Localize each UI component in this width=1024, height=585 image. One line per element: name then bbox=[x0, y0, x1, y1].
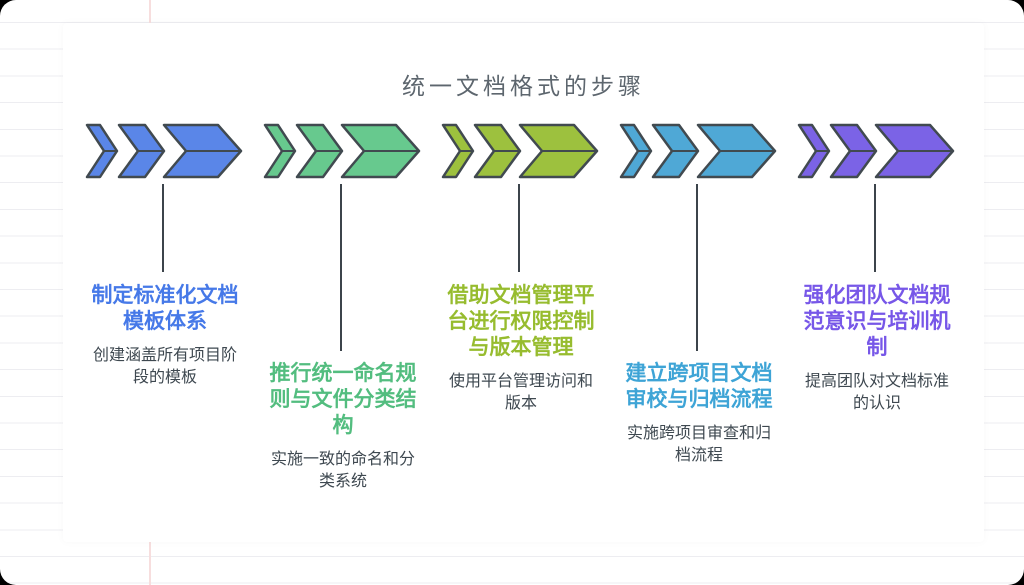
connector-line bbox=[874, 184, 876, 272]
step-group-3: 借助文档管理平 台进行权限控制 与版本管理 使用平台管理访问和 版本 bbox=[441, 121, 601, 541]
diagram-title: 统一文档格式的步骤 bbox=[402, 73, 645, 99]
step-title: 制定标准化文档 模板体系 bbox=[91, 284, 239, 333]
step-text: 制定标准化文档 模板体系 创建涵盖所有项目阶 段的模板 bbox=[82, 283, 248, 389]
connector-line bbox=[340, 184, 342, 351]
step-title: 借助文档管理平 台进行权限控制 与版本管理 bbox=[447, 284, 595, 359]
step-description: 实施一致的命名和分 类系统 bbox=[270, 451, 415, 490]
step-description: 使用平台管理访问和 版本 bbox=[448, 373, 593, 412]
chevron-arrows-icon bbox=[441, 123, 599, 179]
step-group-4: 建立跨项目文档 审校与归档流程 实施跨项目审查和归 档流程 bbox=[619, 121, 779, 541]
step-description: 实施跨项目审查和归 档流程 bbox=[626, 425, 771, 464]
step-text: 建立跨项目文档 审校与归档流程 实施跨项目审查和归 档流程 bbox=[616, 361, 782, 467]
step-text: 推行统一命名规 则与文件分类结 构 实施一致的命名和分 类系统 bbox=[260, 361, 426, 493]
connector-line bbox=[162, 184, 164, 272]
step-text: 借助文档管理平 台进行权限控制 与版本管理 使用平台管理访问和 版本 bbox=[438, 283, 604, 415]
chevron-arrows-icon bbox=[797, 123, 955, 179]
step-group-5: 强化团队文档规 范意识与培训机 制 提高团队对文档标准 的认识 bbox=[797, 121, 957, 541]
connector-line bbox=[518, 184, 520, 272]
connector-line bbox=[696, 184, 698, 351]
chevron-arrows-icon bbox=[263, 123, 421, 179]
step-group-2: 推行统一命名规 则与文件分类结 构 实施一致的命名和分 类系统 bbox=[263, 121, 423, 541]
step-description: 创建涵盖所有项目阶 段的模板 bbox=[92, 347, 237, 386]
step-title: 推行统一命名规 则与文件分类结 构 bbox=[269, 362, 417, 437]
chevron-arrows-icon bbox=[619, 123, 777, 179]
step-description: 提高团队对文档标准 的认识 bbox=[804, 373, 949, 412]
chevron-arrows-icon bbox=[85, 123, 243, 179]
step-title: 建立跨项目文档 审校与归档流程 bbox=[625, 362, 773, 411]
step-group-1: 制定标准化文档 模板体系 创建涵盖所有项目阶 段的模板 bbox=[85, 121, 245, 541]
diagram-card bbox=[63, 23, 984, 542]
step-text: 强化团队文档规 范意识与培训机 制 提高团队对文档标准 的认识 bbox=[794, 283, 960, 415]
step-title: 强化团队文档规 范意识与培训机 制 bbox=[803, 284, 951, 359]
